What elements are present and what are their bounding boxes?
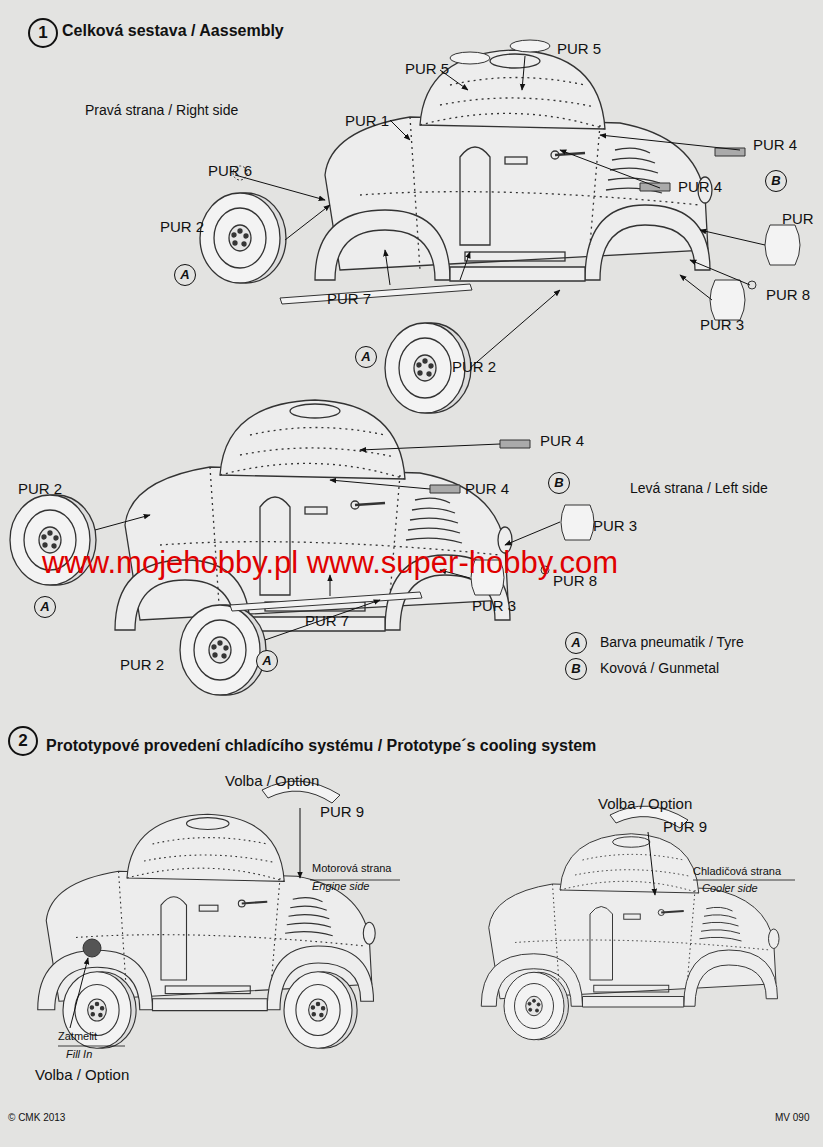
callout-letter: B xyxy=(565,658,587,680)
footer-text: MV 090 xyxy=(775,1112,809,1124)
callout-letter: A xyxy=(355,346,377,368)
step-number: 2 xyxy=(8,726,38,756)
callout-letter: A xyxy=(256,650,278,672)
view-label: Pravá strana / Right side xyxy=(85,102,238,118)
callout-letter: A xyxy=(565,632,587,654)
note-text: Zatmelit xyxy=(58,1030,97,1043)
callout-letter: B xyxy=(765,170,787,192)
step-number: 1 xyxy=(28,18,58,48)
part-label: PUR 3 xyxy=(700,316,744,333)
part-label: PUR 2 xyxy=(160,218,204,235)
step-title: Prototypové provedení chladícího systému… xyxy=(46,737,596,755)
note-text: Cooler side xyxy=(702,882,758,895)
callout-letter: A xyxy=(34,596,56,618)
part-label: PUR xyxy=(782,210,814,227)
view-label: Levá strana / Left side xyxy=(630,480,768,496)
step-title: Celková sestava / Aassembly xyxy=(62,22,284,40)
footer-text: © CMK 2013 xyxy=(8,1112,65,1124)
legend-text: Barva pneumatik / Tyre xyxy=(600,634,744,650)
part-label: PUR 3 xyxy=(472,597,516,614)
part-label: PUR 5 xyxy=(405,60,449,77)
note-text: Engine side xyxy=(312,880,370,893)
part-label: PUR 4 xyxy=(540,432,584,449)
part-label: PUR 2 xyxy=(452,358,496,375)
part-label: PUR 1 xyxy=(345,112,389,129)
part-label: PUR 5 xyxy=(557,40,601,57)
note-text: Chladičová strana xyxy=(693,865,781,878)
part-label: Volba / Option xyxy=(598,795,692,812)
part-label: PUR 9 xyxy=(320,803,364,820)
part-label: PUR 7 xyxy=(327,290,371,307)
part-label: Volba / Option xyxy=(35,1066,129,1083)
callout-letter: A xyxy=(174,264,196,286)
part-label: Volba / Option xyxy=(225,772,319,789)
step-number-text: 2 xyxy=(18,731,27,750)
part-label: PUR 8 xyxy=(766,286,810,303)
legend-text: Kovová / Gunmetal xyxy=(600,660,719,676)
part-label: PUR 3 xyxy=(593,517,637,534)
callout-letter: B xyxy=(548,472,570,494)
note-text: Fill In xyxy=(66,1048,92,1061)
part-label: PUR 4 xyxy=(678,178,722,195)
part-label: PUR 4 xyxy=(465,480,509,497)
part-label: PUR 4 xyxy=(753,136,797,153)
part-label: PUR 2 xyxy=(120,656,164,673)
part-label: PUR 6 xyxy=(208,162,252,179)
note-text: Motorová strana xyxy=(312,862,391,875)
watermark: www.mojehobby.pl www.super-hobby.com xyxy=(42,545,618,581)
part-label: PUR 2 xyxy=(18,480,62,497)
part-label: PUR 9 xyxy=(663,818,707,835)
step-number-text: 1 xyxy=(38,23,47,42)
part-label: PUR 7 xyxy=(305,612,349,629)
